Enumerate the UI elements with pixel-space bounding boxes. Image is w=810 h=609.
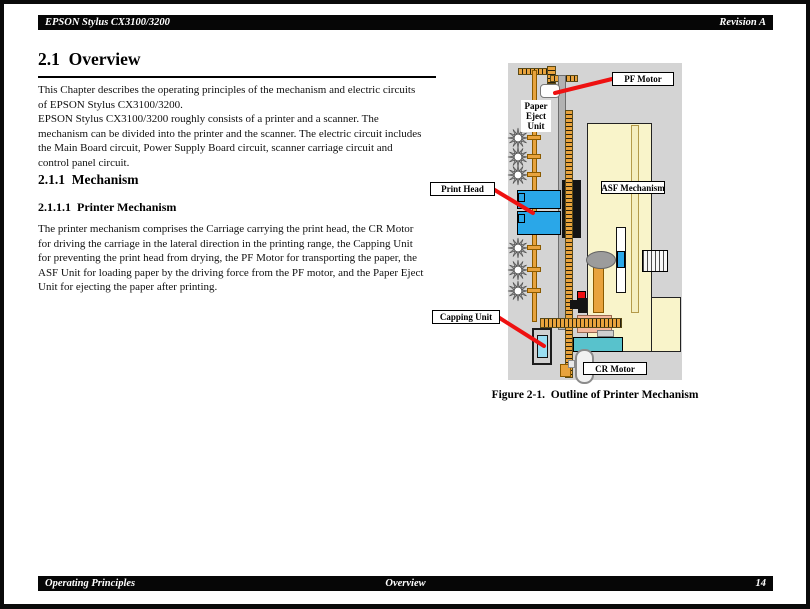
sensor-bracket-part [578, 298, 587, 313]
manual-page: EPSON Stylus CX3100/3200 Revision A 2.1 … [4, 4, 806, 604]
drive-rack-part [540, 318, 622, 328]
gear-pin-part [527, 154, 541, 159]
cr-motor-tab-part [568, 360, 575, 368]
footer-section: Overview [385, 578, 426, 589]
header-product-title: EPSON Stylus CX3100/3200 [45, 17, 170, 28]
print-head-nozzle-part [518, 214, 525, 223]
callout-arrow [491, 187, 535, 215]
overview-paragraph: This Chapter describes the operating pri… [38, 84, 422, 169]
figure-caption: Figure 2-1. Outline of Printer Mechanism [491, 389, 699, 401]
belt-tensioner-part [560, 364, 571, 377]
base-frame-part [573, 337, 623, 352]
gear-pin-part [527, 288, 541, 293]
asf-body-part [651, 297, 681, 352]
print-head-part [517, 190, 561, 209]
gear-icon [507, 164, 529, 186]
footer-page-number: 14 [755, 578, 766, 589]
spring-part [642, 250, 668, 272]
footer-chapter: Operating Principles [45, 578, 136, 589]
gear-icon [507, 146, 529, 168]
gear-pin-part [527, 135, 541, 140]
asf-slider-pad-part [617, 251, 625, 268]
label-paper-eject-unit: Paper Eject Unit [521, 100, 551, 132]
gear-pin-part [527, 245, 541, 250]
label-capping-unit: Capping Unit [432, 310, 500, 324]
callout-arrow [553, 77, 614, 95]
label-cr-motor: CR Motor [583, 362, 647, 375]
gear-pin-part [527, 267, 541, 272]
printer-mechanism-paragraph: The printer mechanism comprises the Carr… [38, 223, 424, 294]
label-pf-motor: PF Motor [612, 72, 674, 86]
subsection-title-mechanism: 2.1.1 Mechanism [38, 172, 139, 187]
label-asf-mechanism: ASF Mechanism [601, 181, 665, 194]
gear-icon [507, 237, 529, 259]
paper-roller-part [586, 251, 616, 269]
subsection-title-printer-mechanism: 2.1.1.1 Printer Mechanism [38, 200, 177, 214]
callout-arrow [496, 315, 546, 348]
header-revision: Revision A [719, 17, 766, 28]
gear-pin-part [527, 172, 541, 177]
section-title-overview: 2.1 Overview [38, 49, 436, 78]
figure-printer-mechanism: Paper Eject Unit PF Motor Print Head ASF… [425, 55, 711, 420]
drive-block-part [597, 330, 614, 337]
gear-icon [507, 259, 529, 281]
asf-column-part [631, 125, 639, 313]
gear-icon [507, 280, 529, 302]
footer-bar: Operating Principles Overview 14 [38, 576, 773, 591]
header-bar: EPSON Stylus CX3100/3200 Revision A [38, 15, 773, 30]
label-print-head: Print Head [430, 182, 495, 196]
timing-belt-part [565, 110, 573, 378]
callout-arrows [491, 77, 614, 348]
print-head-nozzle-part [518, 193, 525, 202]
